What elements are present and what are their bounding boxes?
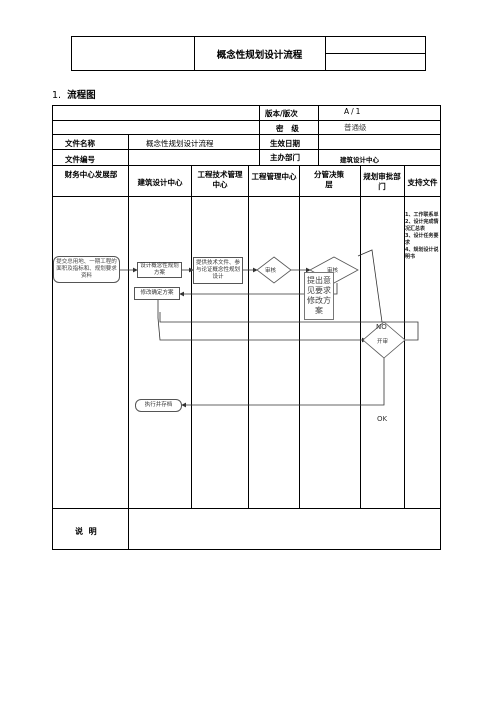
col-header-tech: 工程技术管理中心 [197,170,243,189]
secret-label: 密 级 [276,124,299,133]
host-value: 建筑设计中心 [340,156,379,164]
flow-tech-box: 提供技术文件、参与论证概念性规划设计 [193,257,243,284]
col-header-approval: 规划审批部门 [363,172,401,191]
section-number: 1. [52,90,62,101]
doc-name-value: 概念性规划设计流程 [146,139,214,148]
section-title: 流程图 [67,90,96,101]
review3-diamond [362,321,406,359]
review1-label: 审核 [265,268,277,274]
support-docs-list: 1、工作联系单 2、设计完成情况汇总表 3、设计任务要求 4、规划设计说明书 [405,212,439,261]
doc-no-label: 文件编号 [65,155,95,164]
feedback-note: 提出意见要求修改方案 [304,272,334,320]
ok-label: OK [377,415,388,423]
version-label: 版本/版次 [265,109,298,118]
no-label: NO [376,323,387,331]
effective-label: 生效日期 [270,139,300,148]
flow-modify-box: 修改确定方案 [134,287,180,300]
title-table: 概念性规划设计流程 [71,36,426,71]
flow-execute-box: 执行并存档 [135,399,182,412]
review3-label: 开审 [377,339,389,345]
review2-label: 审核 [327,268,339,274]
col-header-design: 建筑设计中心 [137,178,183,187]
support-doc-item: 1、工作联系单 [405,212,439,218]
title-cell-right-top [325,37,425,54]
col-header-engineering: 工程管理中心 [251,172,297,181]
support-doc-item: 3、设计任务要求 [405,233,439,246]
support-doc-item: 2、设计完成情况汇总表 [405,219,439,232]
host-label: 主办部门 [270,153,300,162]
flow-design-box: 设计概念性规划方案 [137,262,182,278]
title-cell-left [72,37,195,70]
col-header-support: 支持文件 [407,178,438,187]
col-header-decision: 分管决策层 [314,170,344,189]
note-label: 说 明 [75,527,97,536]
doc-name-label: 文件名称 [65,139,95,148]
section-heading: 1. 流程图 [52,87,96,101]
col-header-finance: 财务中心发展部 [64,170,118,179]
flow-start-box: 提交总用地、一期工程的面积及指标和、规划要求资料 [53,256,120,283]
secret-value: 普通级 [344,123,367,132]
version-value: A/1 [344,107,363,116]
review1-diamond [256,256,292,284]
support-doc-item: 4、规划设计说明书 [405,247,439,260]
